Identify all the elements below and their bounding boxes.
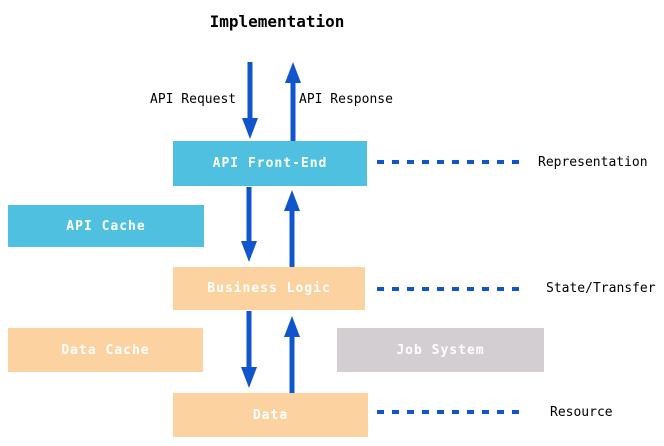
representation-layer-label: Representation bbox=[538, 155, 648, 170]
data-to-logic-up-arrow-icon bbox=[284, 316, 300, 393]
data-cache-box-label: Data Cache bbox=[61, 342, 150, 358]
logic-to-frontend-up-arrow-icon bbox=[284, 190, 300, 267]
state-transfer-layer-label: State/Transfer bbox=[546, 281, 656, 296]
api-response-label: API Response bbox=[299, 92, 393, 107]
api-front-end-box: API Front-End bbox=[173, 141, 367, 186]
request-down-arrow-icon bbox=[242, 62, 258, 139]
business-logic-box-label: Business Logic bbox=[207, 281, 331, 296]
data-cache-box: Data Cache bbox=[8, 328, 203, 372]
api-front-end-box-label: API Front-End bbox=[212, 156, 328, 171]
data-box: Data bbox=[173, 393, 368, 437]
resource-layer-label: Resource bbox=[550, 405, 613, 420]
data-box-label: Data bbox=[252, 407, 289, 423]
api-cache-box-label: API Cache bbox=[66, 218, 146, 234]
api-request-label: API Request bbox=[150, 92, 237, 107]
diagram-title: Implementation bbox=[209, 12, 345, 31]
job-system-box-label: Job System bbox=[396, 342, 485, 358]
job-system-box: Job System bbox=[337, 328, 544, 372]
frontend-to-logic-down-arrow-icon bbox=[241, 187, 257, 262]
logic-to-data-down-arrow-icon bbox=[241, 311, 257, 388]
api-cache-box: API Cache bbox=[8, 205, 204, 247]
business-logic-box: Business Logic bbox=[173, 267, 365, 310]
